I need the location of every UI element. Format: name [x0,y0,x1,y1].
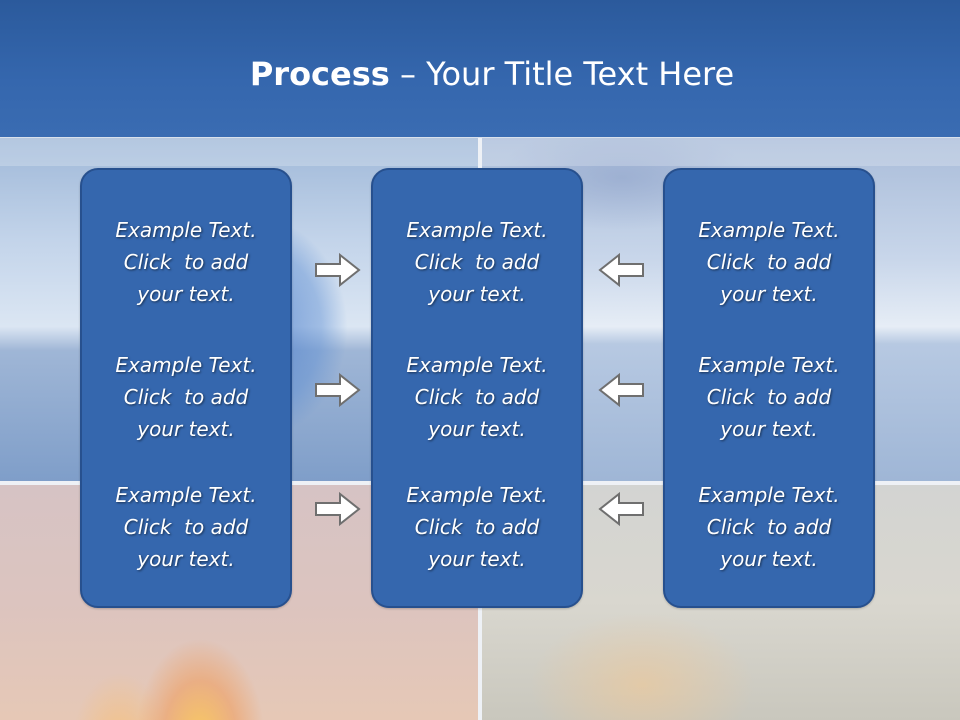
title-bold: Process [249,55,390,93]
process-box-right[interactable]: Example Text. Click to add your text. Ex… [663,168,875,608]
arrow-right-icon [315,252,361,288]
text-block[interactable]: Example Text. Click to add your text. [373,214,581,310]
arrow-left-icon [598,372,644,408]
text-block[interactable]: Example Text. Click to add your text. [82,214,290,310]
text-line: your text. [137,547,235,571]
text-line: Example Text. [698,218,840,242]
text-line: Example Text. [115,353,257,377]
text-line: Example Text. [698,483,840,507]
text-line: Click to add [123,515,249,539]
text-line: Click to add [414,515,540,539]
text-line: your text. [428,547,526,571]
process-box-left[interactable]: Example Text. Click to add your text. Ex… [80,168,292,608]
text-line: your text. [720,417,818,441]
text-line: your text. [137,417,235,441]
process-box-center[interactable]: Example Text. Click to add your text. Ex… [371,168,583,608]
text-block[interactable]: Example Text. Click to add your text. [665,214,873,310]
title-bar: Process – Your Title Text Here [0,0,960,137]
text-line: Click to add [123,385,249,409]
title-rest: – Your Title Text Here [389,55,735,93]
text-line: your text. [428,282,526,306]
slide-title[interactable]: Process – Your Title Text Here [0,52,960,96]
arrow-right-icon [315,491,361,527]
arrow-left-icon [598,491,644,527]
text-line: your text. [137,282,235,306]
text-line: your text. [428,417,526,441]
text-line: Click to add [123,250,249,274]
text-block[interactable]: Example Text. Click to add your text. [373,349,581,445]
text-block[interactable]: Example Text. Click to add your text. [373,479,581,575]
text-block[interactable]: Example Text. Click to add your text. [665,479,873,575]
text-line: Click to add [414,385,540,409]
arrow-right-icon [315,372,361,408]
text-line: Example Text. [115,218,257,242]
arrow-left-icon [598,252,644,288]
text-line: Click to add [414,250,540,274]
text-line: Click to add [706,250,832,274]
text-block[interactable]: Example Text. Click to add your text. [82,349,290,445]
text-line: Example Text. [115,483,257,507]
text-line: Example Text. [406,483,548,507]
text-line: Click to add [706,385,832,409]
text-line: Example Text. [698,353,840,377]
text-block[interactable]: Example Text. Click to add your text. [82,479,290,575]
text-line: Example Text. [406,218,548,242]
text-line: your text. [720,282,818,306]
text-line: Click to add [706,515,832,539]
text-line: Example Text. [406,353,548,377]
text-block[interactable]: Example Text. Click to add your text. [665,349,873,445]
text-line: your text. [720,547,818,571]
